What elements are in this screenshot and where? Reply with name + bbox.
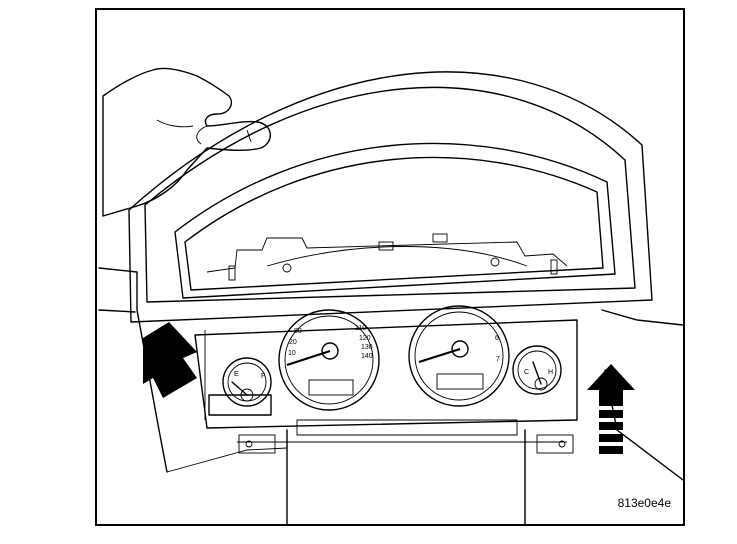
- speedo-tick-110: 110: [355, 325, 366, 332]
- speedo-tick-120: 120: [359, 335, 371, 342]
- cluster-bezel: [128, 71, 653, 323]
- technician-hand: [102, 67, 271, 217]
- dash-panel: [98, 267, 683, 524]
- figure-id-label: 813e0e4e: [617, 496, 671, 510]
- figure-frame: E F 80 20 10 110 120 130 140: [95, 8, 685, 526]
- temp-high-label: H: [548, 369, 553, 376]
- temp-low-label: C: [524, 369, 529, 376]
- lift-arrow-right: [587, 364, 635, 454]
- fuel-high-label: F: [261, 373, 265, 380]
- tachometer: 6 7: [408, 305, 510, 407]
- tach-tick-6: 6: [495, 335, 499, 342]
- speedo-tick-140: 140: [361, 353, 373, 360]
- fuel-gauge: E F: [222, 357, 272, 407]
- speedo-tick-130: 130: [361, 344, 373, 351]
- temperature-gauge: C H: [512, 345, 562, 395]
- speedo-tick-80: 80: [294, 328, 302, 335]
- instrument-cluster: E F 80 20 10 110 120 130 140: [194, 305, 578, 429]
- tach-tick-7: 7: [496, 356, 500, 363]
- fuel-low-label: E: [234, 371, 239, 378]
- speedometer: 80 20 10 110 120 130 140: [278, 309, 380, 411]
- cluster-bezel-removal-illustration: E F 80 20 10 110 120 130 140: [98, 67, 683, 524]
- speedo-tick-20: 20: [289, 339, 297, 346]
- lift-arrow-left: [143, 322, 197, 398]
- speedo-tick-10: 10: [288, 350, 296, 357]
